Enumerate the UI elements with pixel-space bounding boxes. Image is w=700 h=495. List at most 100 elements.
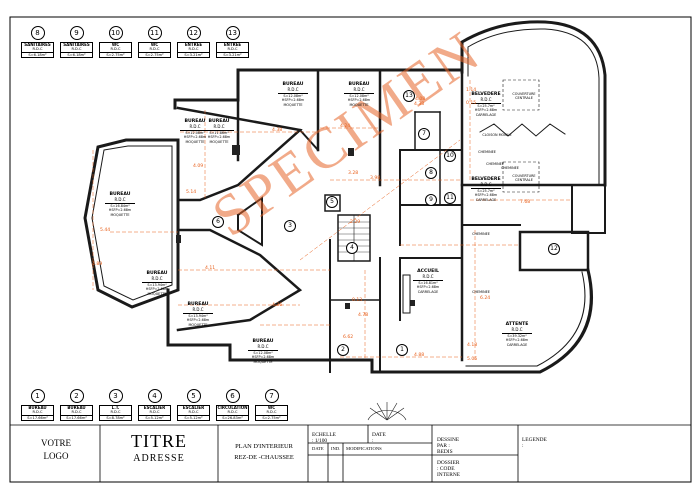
plan-annotation: CHEMINEE	[501, 166, 519, 170]
legend-description: S=5.12m² HSFP=2.68m CARRELAGE	[178, 414, 209, 421]
room-name: BUREAU	[348, 82, 370, 87]
room-number-bubble: 5	[326, 196, 338, 208]
legend-description: S=2.75m² HSFP=2.68m CARRELAGE	[139, 51, 170, 58]
dimension-label: 4.08	[415, 97, 426, 102]
room-level: R.D.C	[287, 86, 299, 92]
plan-annotation: COUVERTURE CENTRALE	[512, 174, 536, 182]
dimension-label: 4.38	[414, 102, 425, 107]
room-description: S=39.32m² HSFP=2.68m CARRELAGE	[502, 332, 532, 348]
room-number-bubble: 8	[425, 167, 437, 179]
legend-number: 1	[30, 389, 45, 403]
project-address: ADRESSE	[133, 453, 185, 464]
legend-level: R.D.C	[227, 410, 238, 414]
legend-room-name: WC	[267, 405, 276, 410]
legend-description: S=17.66m² HSFP=2.68m CARRELAGE	[61, 414, 92, 421]
plan-annotation: COUVERTURE CENTRALE	[512, 92, 536, 100]
room-level: R.D.C	[511, 326, 523, 332]
room-description: S=13.94m² HSFP=2.68m MOQUETTE	[142, 281, 172, 297]
room-number-bubble: 3	[284, 220, 296, 232]
legend-level: R.D.C	[149, 47, 160, 51]
room-level: R.D.C	[189, 123, 201, 129]
legend-description: S=6.18m² HSFP=2.68m CARRELAGE	[22, 51, 53, 58]
legend-number: 3	[108, 389, 123, 403]
dimension-label: 4.11	[205, 266, 216, 271]
dimension-label: 4.18	[467, 343, 478, 348]
dimension-label: 6.24	[480, 296, 491, 301]
legend-level: R.D.C	[149, 410, 160, 414]
legend-number: 7	[264, 389, 279, 403]
legend-level: R.D.C	[188, 47, 199, 51]
legend-description: S=3.21m² HSFP=2.68m CARRELAGE	[178, 51, 209, 58]
legend-room-name: ENTREE	[223, 42, 242, 47]
room-level: R.D.C	[353, 86, 365, 92]
dimension-label: 4.78	[358, 313, 369, 318]
logo-line-1: VOTRE	[41, 438, 71, 448]
legend-room-name: BUREAU	[67, 405, 86, 410]
legend-level: R.D.C	[266, 410, 277, 414]
room-description: S=16.81m² HSFP=2.68m CARRELAGE	[413, 279, 443, 295]
room-description: S=16.84m² HSFP=2.68m MOQUETTE	[105, 202, 135, 218]
plan-annotation: CHEMINEE	[478, 150, 496, 154]
legend-description: S=2.75m² HSFP=2.68m CARRELAGE	[100, 51, 131, 58]
logo-placeholder: VOTRE LOGO	[30, 437, 82, 463]
legend-level: R.D.C	[32, 410, 43, 414]
legend-room-name: ESCALIER	[182, 405, 205, 410]
dimension-label: 1.14	[466, 88, 477, 93]
legend-number: 13	[225, 26, 240, 40]
legend-description: S=5.12m² HSFP=2.68m CARRELAGE	[139, 414, 170, 421]
room-level: R.D.C	[213, 123, 225, 129]
sheet-frame	[9, 16, 692, 483]
legend-box: WCR.D.CS=2.75m² HSFP=2.68m CARRELAGE	[99, 42, 132, 58]
legend-room-name: ESCALIER	[143, 405, 166, 410]
legend-number: 4	[147, 389, 162, 403]
room-level: R.D.C	[480, 181, 492, 187]
room-number-bubble: 2	[337, 344, 349, 356]
stair-rose-icon	[367, 402, 407, 421]
legend-description: S=6.18m² HSFP=2.68m CARRELAGE	[61, 51, 92, 58]
legend-box: WCR.D.CS=2.75m² HSFP=2.68m CARRELAGE	[255, 405, 288, 421]
title-cell: TITRE ADRESSE	[100, 431, 218, 464]
dimension-label: 2.29	[350, 220, 361, 225]
room-description: S=25.7m² HSFP=2.68m CARRELAGE	[471, 102, 501, 118]
room-description: S=12.08m² HSFP=2.68m MOQUETTE	[344, 92, 374, 108]
room-number-bubble: 10	[444, 150, 456, 162]
title-block-grid	[99, 425, 519, 482]
dimension-label: 3.28	[348, 171, 359, 176]
dimension-label: 3.98	[370, 176, 381, 181]
legend-room-name: ENTREE	[184, 42, 203, 47]
room-number-bubble: 7	[418, 128, 430, 140]
plan-line-1: PLAN D'INTERIEUR	[235, 443, 293, 450]
legend-room-name: SANITAIRES	[24, 42, 51, 47]
legend-description: S=3.21m² HSFP=2.68m CARRELAGE	[217, 51, 248, 58]
dimension-label: 4.88	[414, 353, 425, 358]
stair-steps	[338, 221, 370, 253]
col-date-header: DATE	[312, 446, 324, 451]
room-number-bubble: 9	[425, 194, 437, 206]
dimension-label: 5.14	[186, 190, 197, 195]
legend-room-name: BUREAU	[28, 405, 47, 410]
building-walls	[83, 20, 607, 374]
room-level: R.D.C	[192, 306, 204, 312]
legend-level: R.D.C	[71, 410, 82, 414]
dimension-label: 5.06	[467, 357, 478, 362]
room-name: ACCUEIL	[417, 269, 439, 274]
legend-room-name: WC	[150, 42, 159, 47]
project-title: TITRE	[131, 431, 187, 451]
legend-number: 5	[186, 389, 201, 403]
legend-entry: 3L.T.R.D.CS=8.78m² HSFP=2.68m LINOLEUM	[99, 389, 132, 421]
col-ind-header: IND.	[331, 446, 341, 451]
